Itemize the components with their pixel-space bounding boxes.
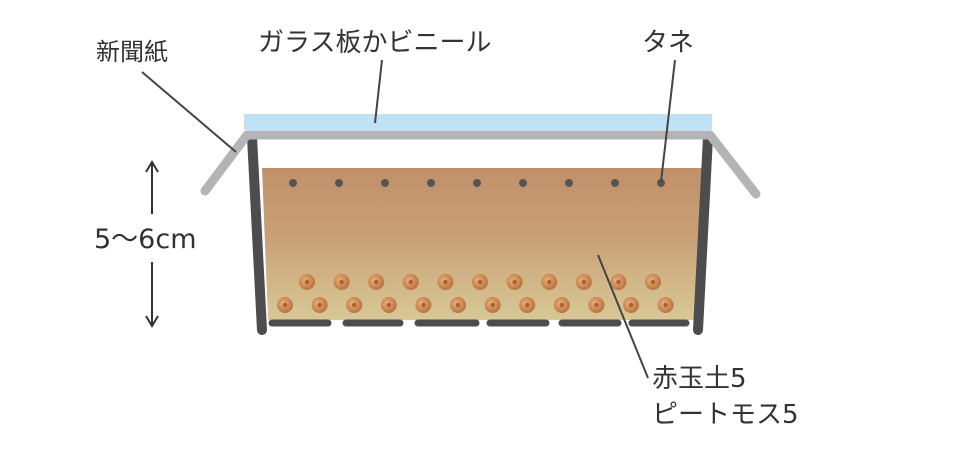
double-arrow-icon <box>145 160 159 328</box>
soil-granule <box>645 274 661 290</box>
soil-granule <box>437 274 454 290</box>
akadama-granules <box>277 274 674 313</box>
seed-dot <box>657 179 665 187</box>
soil-granule <box>484 297 501 313</box>
soil-granule <box>368 274 385 290</box>
seed-row <box>289 179 665 187</box>
soil-granule <box>311 297 328 313</box>
newspaper-sheet <box>200 130 761 199</box>
soil-granule <box>277 297 293 313</box>
seed-dot <box>519 179 527 187</box>
leader-soil <box>597 254 649 379</box>
soil-granule <box>623 297 639 313</box>
seed-dot <box>381 179 389 187</box>
pot-right-wall <box>693 132 713 335</box>
soil-granule <box>472 274 488 290</box>
leader-lines <box>141 59 676 379</box>
label-seed: タネ <box>642 28 695 58</box>
seed-dot <box>289 179 297 187</box>
seed-dot <box>611 179 619 187</box>
label-soil-peatmoss: ピートモス5 <box>652 400 799 430</box>
soil-granule <box>541 274 558 290</box>
soil-granule <box>402 274 419 290</box>
seed-dot <box>473 179 481 187</box>
seed-dot <box>335 179 343 187</box>
soil-granule <box>610 274 627 290</box>
soil-granule <box>575 274 592 290</box>
glass-plate <box>244 114 712 130</box>
soil-granule <box>333 274 350 290</box>
seed-dot <box>565 179 573 187</box>
soil-granule <box>450 297 466 313</box>
soil-granule <box>346 297 363 313</box>
leader-glass <box>374 59 383 124</box>
label-newspaper: 新聞紙 <box>96 38 168 66</box>
soil-granule <box>415 297 432 313</box>
soil-granule <box>657 297 674 313</box>
pot-left-wall <box>247 132 267 335</box>
soil-granule <box>380 297 397 313</box>
soil-granule <box>506 274 523 290</box>
label-soil-akadama: 赤玉土5 <box>652 364 747 394</box>
soil-granule <box>553 297 570 313</box>
soil-granule <box>588 297 605 313</box>
label-glass-or-vinyl: ガラス板かビニール <box>258 28 492 58</box>
leader-newspaper <box>141 71 237 153</box>
soil-mix <box>262 168 706 320</box>
soil-granule <box>519 297 536 313</box>
soil-granule <box>299 274 315 290</box>
label-depth: 5〜6cm <box>94 224 197 255</box>
leader-seed <box>660 59 676 183</box>
seed-dot <box>427 179 435 187</box>
